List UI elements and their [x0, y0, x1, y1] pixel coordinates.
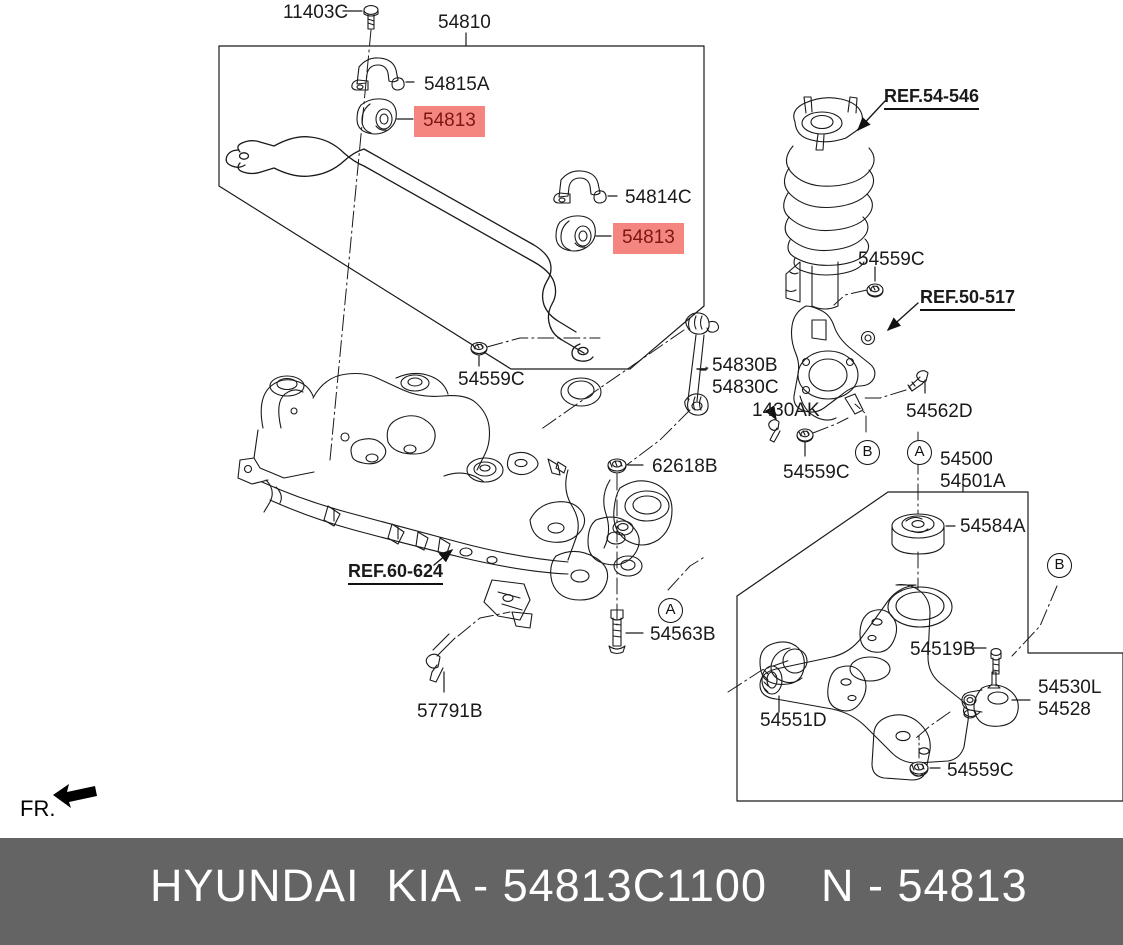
- label-54810-assembly: 54810: [438, 12, 491, 33]
- fr-label: FR.: [20, 796, 56, 821]
- label-11403c: 11403C: [283, 2, 349, 23]
- label-54559c-strut: 54559C: [858, 249, 925, 270]
- label-54584a: 54584A: [960, 516, 1026, 537]
- subframe-60-624-art: [237, 372, 673, 629]
- footer-part-number-text: HYUNDAI KIA - 54813C1100 N - 54813: [150, 860, 1028, 911]
- label-54559c-1430ak: 54559C: [783, 462, 850, 483]
- label-54814c: 54814C: [625, 187, 692, 208]
- callout-b-balljoint: B: [1047, 553, 1072, 578]
- label-ref-60-624: REF.60-624: [348, 561, 444, 585]
- nut-62618b-art: [607, 458, 627, 474]
- lower-arm-assembly-box-outline: [736, 491, 1123, 802]
- strut-assembly-art: [783, 96, 875, 310]
- label-57791b: 57791B: [417, 701, 483, 722]
- footer-bar: HYUNDAI KIA - 54813C1100 N - 54813: [0, 838, 1123, 945]
- front-orientation-indicator: FR.: [20, 782, 110, 828]
- label-54562d: 54562D: [906, 401, 973, 422]
- label-1430ak: 1430AK: [752, 400, 820, 421]
- bushing-54813-upper-art: [356, 98, 397, 135]
- bolt-54519b-art: [990, 648, 1002, 675]
- bracket-54815a-art: [351, 57, 405, 91]
- stabilizer-link-54830-art: [684, 312, 720, 416]
- label-54500-assembly: 54500: [940, 449, 993, 470]
- washer-54559c-left-art: [470, 341, 488, 356]
- bushing-54551d-art: [759, 641, 805, 695]
- label-54830b: 54830B: [712, 355, 778, 376]
- callout-b-knuckle: B: [855, 440, 880, 465]
- lower-control-arm-54500-art: [759, 584, 969, 781]
- washer-54559c-arm-art: [909, 761, 929, 777]
- washer-54559c-strut-art: [866, 283, 884, 298]
- label-54559c-arm: 54559C: [947, 760, 1014, 781]
- front-direction-arrow-icon: [53, 784, 97, 808]
- bolt-54562d-art: [907, 370, 929, 392]
- knuckle-50-517-art: [790, 305, 876, 421]
- label-54563b: 54563B: [650, 624, 716, 645]
- stabilizer-assembly-box-outline: [218, 45, 705, 370]
- callout-a-subframe: A: [658, 598, 683, 623]
- ball-joint-54530l-art: [961, 671, 1019, 727]
- label-ref-54-546: REF.54-546: [884, 86, 980, 110]
- label-54551d: 54551D: [760, 710, 827, 731]
- bushing-54813-lower-art: [555, 215, 596, 252]
- callout-a-arm-top: A: [907, 440, 932, 465]
- washer-54559c-lower-art: [796, 428, 814, 443]
- highlight-54813-upper: 54813: [414, 106, 485, 137]
- bolt-1430ak-art: [768, 419, 781, 443]
- label-54559c-bar: 54559C: [458, 369, 525, 390]
- label-54530l: 54530L: [1038, 677, 1102, 698]
- label-54501a-assembly: 54501A: [940, 471, 1006, 492]
- bolt-57791b-art: [425, 633, 456, 683]
- label-62618b: 62618B: [652, 456, 718, 477]
- label-54830c: 54830C: [712, 377, 779, 398]
- highlight-54813-lower: 54813: [613, 223, 684, 254]
- label-ref-50-517: REF.50-517: [920, 287, 1016, 311]
- bushing-54584a-art: [891, 513, 945, 555]
- bolt-11403c-art: [363, 5, 379, 30]
- stabilizer-bar-54810-art: [225, 136, 594, 362]
- label-54528: 54528: [1038, 699, 1091, 720]
- bracket-54814c-art: [553, 170, 607, 204]
- label-54815a: 54815A: [424, 74, 490, 95]
- label-54519b: 54519B: [910, 639, 976, 660]
- bolt-54563b-art: [608, 609, 626, 655]
